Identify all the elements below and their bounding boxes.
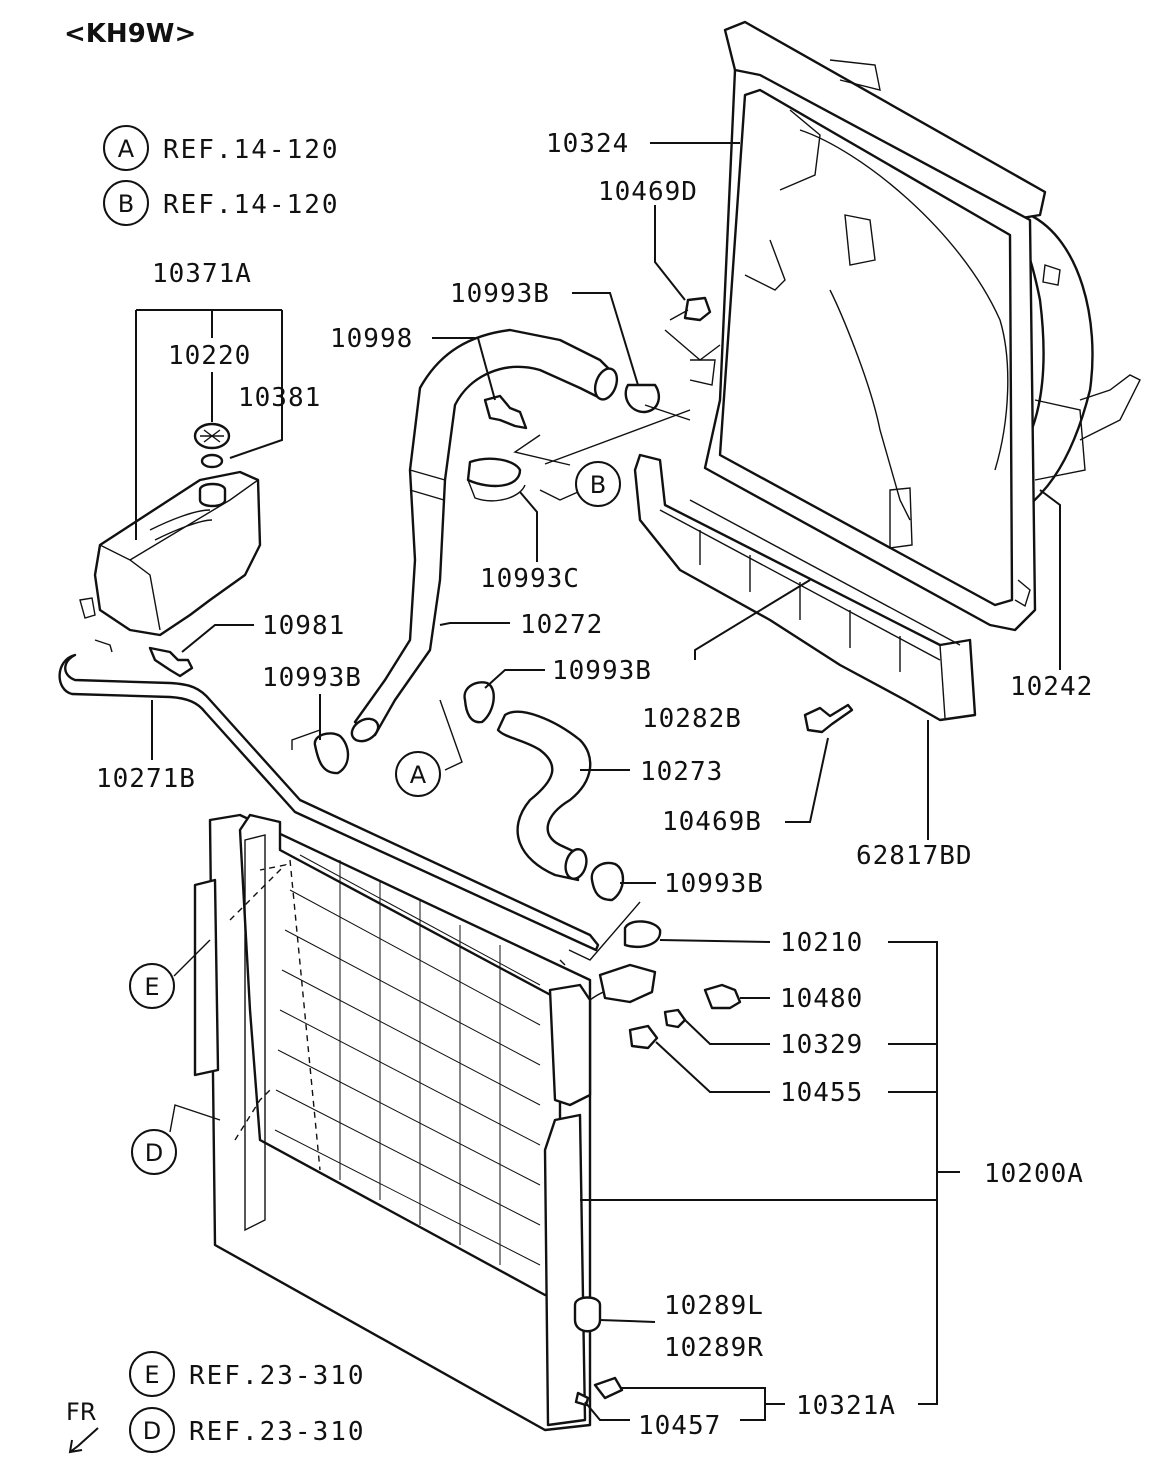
ref-letter-e: E (144, 1361, 159, 1389)
label-10200a: 10200A (984, 1159, 1084, 1189)
label-10455: 10455 (780, 1078, 863, 1108)
label-10469d: 10469D (598, 177, 698, 207)
ref-legend-bottom: E REF.23-310 D REF.23-310 (129, 1351, 366, 1453)
label-10242: 10242 (1010, 672, 1093, 702)
callout-a: A (410, 761, 427, 789)
callout-d: D (145, 1139, 163, 1167)
overflow-hose (58, 653, 600, 952)
label-10271b: 10271B (96, 764, 196, 794)
label-10469b: 10469B (662, 807, 762, 837)
label-10289l: 10289L (664, 1291, 764, 1321)
label-10998: 10998 (330, 324, 413, 354)
bolts (483, 296, 854, 1050)
upper-radiator-hose (353, 328, 614, 737)
ref-legend-top: A REF.14-120 B REF.14-120 (103, 125, 340, 226)
lower-shroud (633, 453, 977, 722)
diagram-title: <KH9W> (64, 19, 196, 49)
label-10381: 10381 (238, 383, 321, 413)
label-10324: 10324 (546, 129, 629, 159)
reservoir-tank (79, 422, 262, 678)
ref-circle-b (103, 180, 149, 226)
label-10210: 10210 (780, 928, 863, 958)
label-10480: 10480 (780, 984, 863, 1014)
label-10981: 10981 (262, 611, 345, 641)
callout-e: E (144, 973, 159, 1001)
ref-letter-b: B (118, 190, 134, 218)
label-10289r: 10289R (664, 1333, 764, 1363)
ref-circle-e (129, 1351, 175, 1397)
label-10993b-mid: 10993B (552, 656, 652, 686)
label-10457: 10457 (638, 1411, 721, 1441)
radiator-cap (623, 920, 662, 949)
front-label: FR (66, 1398, 96, 1426)
label-10993b-low: 10993B (664, 869, 764, 899)
label-10993b-left: 10993B (262, 663, 362, 693)
label-10371a: 10371A (152, 259, 252, 289)
label-10220: 10220 (168, 341, 251, 371)
radiator-core (193, 813, 657, 1432)
part-labels: 10324 10469D 10371A 10220 10381 10993B 1… (96, 129, 1093, 1441)
callout-circles: B A E D (129, 461, 621, 1175)
lower-radiator-hose (496, 710, 592, 882)
ref-text-d: REF.23-310 (189, 1417, 366, 1447)
label-10273: 10273 (640, 757, 723, 787)
label-10321a: 10321A (796, 1391, 896, 1421)
label-10282b: 10282B (642, 704, 742, 734)
ref-letter-d: D (143, 1417, 161, 1445)
ref-text-a: REF.14-120 (163, 135, 340, 165)
label-10272: 10272 (520, 610, 603, 640)
leader-lines (135, 142, 1061, 1421)
hose-clamps (313, 383, 661, 902)
ref-text-e: REF.23-310 (189, 1361, 366, 1391)
front-arrow-icon (68, 1427, 99, 1454)
ref-text-b: REF.14-120 (163, 190, 340, 220)
ref-letter-a: A (118, 135, 135, 163)
ref-circle-a (103, 125, 149, 171)
ref-dash-d (234, 1089, 271, 1141)
ref-dash-center (289, 859, 321, 1171)
callout-b: B (590, 471, 606, 499)
label-10993c: 10993C (480, 564, 580, 594)
ref-dash-e (229, 863, 288, 921)
label-10993b-top: 10993B (450, 279, 550, 309)
ref-circle-d (129, 1407, 175, 1453)
label-62817bd: 62817BD (856, 841, 973, 871)
label-10329: 10329 (780, 1030, 863, 1060)
front-direction-indicator: FR (66, 1398, 99, 1454)
fan-shroud (689, 20, 1141, 632)
